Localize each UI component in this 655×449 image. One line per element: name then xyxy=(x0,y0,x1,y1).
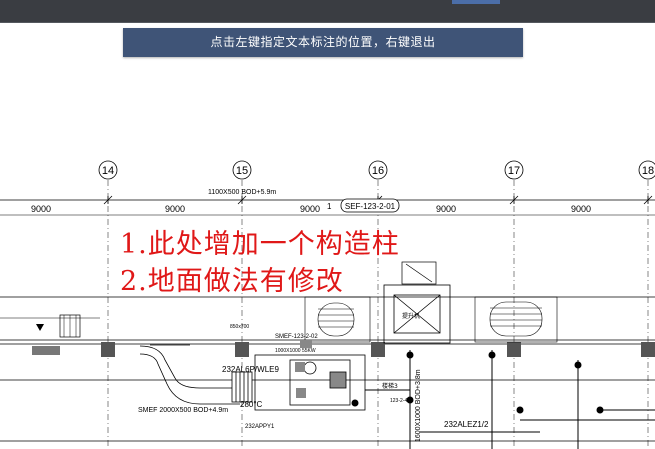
hatched-area-left xyxy=(0,314,100,355)
pipe-size-label: 850x700 xyxy=(230,324,249,330)
grid-axis-label: 18 xyxy=(642,165,654,177)
grid-axis-label: 17 xyxy=(508,165,520,177)
piping xyxy=(351,350,655,449)
active-tab-indicator[interactable] xyxy=(452,0,500,4)
grid-axis-label: 15 xyxy=(236,165,248,177)
bay-dimension: 9000 xyxy=(31,204,51,214)
command-prompt-tooltip: 点击左键指定文本标注的位置，右键退出 xyxy=(123,28,523,57)
main-duct xyxy=(139,344,366,411)
grid-axis-15: 15 xyxy=(232,160,252,180)
grid-axis-18: 18 xyxy=(638,160,655,180)
small-duct-label: 1000X1000 55KW xyxy=(275,348,316,354)
appy-label: 232APPY1 xyxy=(245,424,275,430)
vertical-pipe-label: 1600X1000 BOD+3.8m xyxy=(415,369,422,442)
small-room-box xyxy=(401,261,437,285)
stair-label: 楼梯3 xyxy=(382,382,398,390)
bay-dimension: 9000 xyxy=(571,204,591,214)
grid-axis-label: 16 xyxy=(372,165,384,177)
bay-dimension: 9000 xyxy=(300,204,320,214)
structural-columns xyxy=(101,342,655,357)
svg-text:提升机: 提升机 xyxy=(402,312,420,320)
temp-label: 280°C xyxy=(240,400,263,409)
tag-1: 1 xyxy=(327,202,332,211)
annotation-note-1[interactable]: 1.此处增加一个构造柱 xyxy=(120,229,400,260)
grid-axis-16: 16 xyxy=(368,160,388,180)
top-toolbar xyxy=(0,0,655,23)
sef-tag: SEF-123-2-01 xyxy=(340,198,400,213)
duct-label-top: 1100X500 BOD+5.9m xyxy=(208,189,276,196)
lift-shaft: 提升机 xyxy=(383,284,451,344)
grid-axis-label: 14 xyxy=(102,165,114,177)
grid-axis-14: 14 xyxy=(98,160,118,180)
duct-fittings xyxy=(295,340,312,398)
stair-block-1 xyxy=(304,296,371,343)
bay-dimension: 9000 xyxy=(165,204,185,214)
stair-block-2 xyxy=(474,296,558,343)
wall-lines xyxy=(0,296,655,442)
annotation-note-2[interactable]: 2.地面做法有修改 xyxy=(120,266,344,297)
alez-label: 232ALEZ1/2 xyxy=(444,420,489,429)
room-code-label: 123-2-40 xyxy=(390,398,410,404)
smef-label-left: SMEF 2000X500 BOD+4.9m xyxy=(138,407,228,414)
bay-dimension: 9000 xyxy=(436,204,456,214)
svg-text:SEF-123-2-01: SEF-123-2-01 xyxy=(345,202,396,211)
we-label: 232AL6P/WLE9 xyxy=(222,365,279,374)
smef-label-center: SMEF-123-2-02 xyxy=(275,334,318,340)
grid-axis-17: 17 xyxy=(504,160,524,180)
